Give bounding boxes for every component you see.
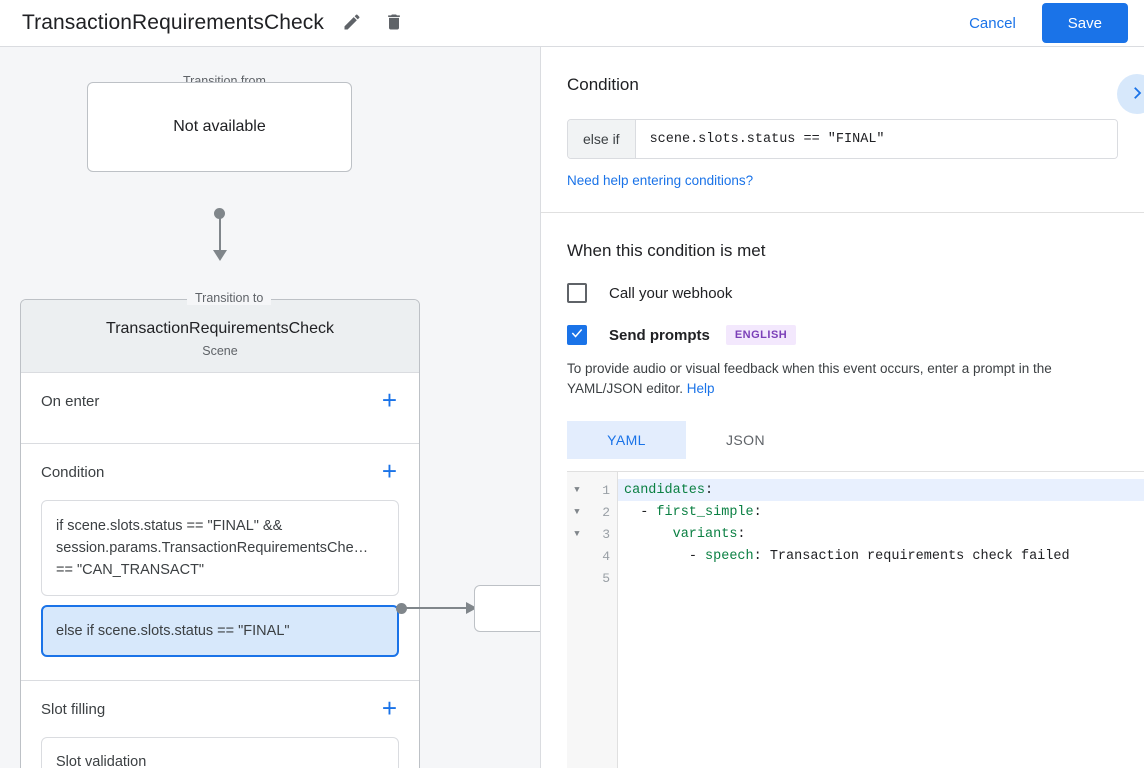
transition-to-legend: Transition to — [187, 291, 272, 305]
gutter-line: 4 — [567, 545, 617, 567]
send-prompts-row[interactable]: Send prompts ENGLISH — [567, 325, 1118, 345]
next-node-partial[interactable] — [474, 585, 540, 632]
header-actions: Cancel Save — [957, 3, 1144, 43]
edge-line — [406, 607, 468, 609]
yaml-key: candidates — [624, 482, 706, 498]
section-condition: Condition + if scene.slots.status == "FI… — [21, 444, 419, 681]
transition-to-node[interactable]: TransactionRequirementsCheck Scene On en… — [20, 299, 420, 768]
prompts-hint-text: To provide audio or visual feedback when… — [567, 361, 1052, 396]
webhook-row[interactable]: Call your webhook — [567, 283, 1118, 303]
code-line[interactable]: variants: — [672, 526, 746, 542]
when-met-heading: When this condition is met — [567, 241, 766, 260]
fold-toggle-icon[interactable]: ▼ — [574, 529, 580, 539]
edge-source-dot — [396, 603, 407, 614]
panel-divider — [541, 212, 1144, 213]
chevron-right-icon — [1128, 84, 1144, 105]
line-number: 3 — [602, 526, 610, 542]
tab-yaml[interactable]: YAML — [567, 421, 686, 459]
yaml-value: Transaction requirements check failed — [761, 548, 1070, 564]
scene-name: TransactionRequirementsCheck — [106, 320, 334, 337]
expand-panel-button[interactable] — [1117, 74, 1144, 114]
fold-toggle-icon[interactable]: ▼ — [574, 485, 580, 495]
condition-help-link[interactable]: Need help entering conditions? — [567, 173, 754, 188]
section-title: Slot filling — [41, 700, 106, 718]
condition-input-row[interactable]: else if scene.slots.status == "FINAL" — [567, 119, 1118, 159]
details-panel: Condition else if scene.slots.status == … — [540, 47, 1144, 768]
condition-heading: Condition — [567, 75, 639, 94]
line-number: 2 — [602, 504, 610, 520]
app-header: TransactionRequirementsCheck Cancel Save — [0, 0, 1144, 47]
line-number: 5 — [602, 570, 610, 586]
section-on-enter: On enter + — [21, 373, 419, 444]
condition-expression-input[interactable]: scene.slots.status == "FINAL" — [635, 120, 1117, 158]
page-title: TransactionRequirementsCheck — [22, 11, 324, 34]
panel-condition-section: Condition else if scene.slots.status == … — [541, 47, 1144, 212]
save-button[interactable]: Save — [1041, 3, 1128, 43]
condition-card-selected[interactable]: else if scene.slots.status == "FINAL" — [41, 605, 399, 657]
connector-arrow-icon — [213, 250, 227, 261]
add-slot-button[interactable]: + — [381, 692, 397, 723]
code-editor[interactable]: ▼1 ▼2 ▼3 4 5 candidates: - first_simple:… — [567, 471, 1144, 768]
call-webhook-checkbox[interactable] — [567, 283, 587, 303]
prompts-hint: To provide audio or visual feedback when… — [567, 359, 1118, 399]
panel-when-met-section: When this condition is met Call your web… — [541, 213, 1144, 481]
gutter-line: 5 — [567, 567, 617, 589]
section-title: On enter — [41, 392, 100, 410]
checkmark-icon — [570, 326, 584, 345]
scene-card-header: TransactionRequirementsCheck Scene — [21, 300, 419, 373]
line-number: 1 — [602, 482, 610, 498]
transition-from-text: Not available — [173, 118, 266, 135]
editor-gutter: ▼1 ▼2 ▼3 4 5 — [567, 472, 618, 768]
language-badge: ENGLISH — [725, 325, 797, 345]
add-on-enter-button[interactable]: + — [381, 384, 397, 415]
section-slot-filling: Slot filling + Slot validation Transacti… — [21, 681, 419, 768]
yaml-key: speech — [705, 548, 754, 564]
section-title: Condition — [41, 463, 105, 481]
cancel-button[interactable]: Cancel — [957, 7, 1028, 40]
gutter-line: ▼3 — [567, 523, 617, 545]
trash-icon — [384, 12, 404, 35]
delete-button[interactable] — [380, 9, 408, 37]
yaml-key: variants — [672, 526, 738, 542]
slot-card[interactable]: Slot validation — [41, 737, 399, 768]
scene-type: Scene — [202, 344, 238, 358]
edit-title-button[interactable] — [338, 9, 366, 37]
condition-prefix-label: else if — [568, 120, 636, 158]
code-line[interactable]: - speech: Transaction requirements check… — [688, 548, 1070, 564]
gutter-line: ▼1 — [567, 479, 617, 501]
condition-card[interactable]: if scene.slots.status == "FINAL" && sess… — [41, 500, 399, 596]
code-line[interactable]: - first_simple: — [640, 504, 762, 520]
send-prompts-checkbox[interactable] — [567, 325, 587, 345]
gutter-line: ▼2 — [567, 501, 617, 523]
flow-canvas[interactable]: Transition from Not available Transition… — [0, 47, 540, 768]
editor-format-tabs: YAML JSON — [567, 421, 1118, 459]
fold-toggle-icon[interactable]: ▼ — [574, 507, 580, 517]
transition-from-node[interactable]: Not available — [87, 82, 352, 172]
prompts-help-link[interactable]: Help — [686, 381, 715, 396]
send-prompts-label: Send prompts — [609, 326, 710, 344]
editor-content[interactable]: candidates: - first_simple: variants: - … — [618, 472, 1144, 768]
pencil-icon — [342, 12, 362, 35]
add-condition-button[interactable]: + — [381, 455, 397, 486]
code-line[interactable]: candidates: — [618, 479, 1144, 501]
tab-json[interactable]: JSON — [686, 421, 805, 459]
code-line[interactable] — [618, 567, 1144, 589]
yaml-key: first_simple — [656, 504, 754, 520]
edge-arrow-icon — [466, 602, 477, 614]
line-number: 4 — [602, 548, 610, 564]
connector-line — [219, 213, 221, 255]
call-webhook-label: Call your webhook — [609, 284, 733, 302]
